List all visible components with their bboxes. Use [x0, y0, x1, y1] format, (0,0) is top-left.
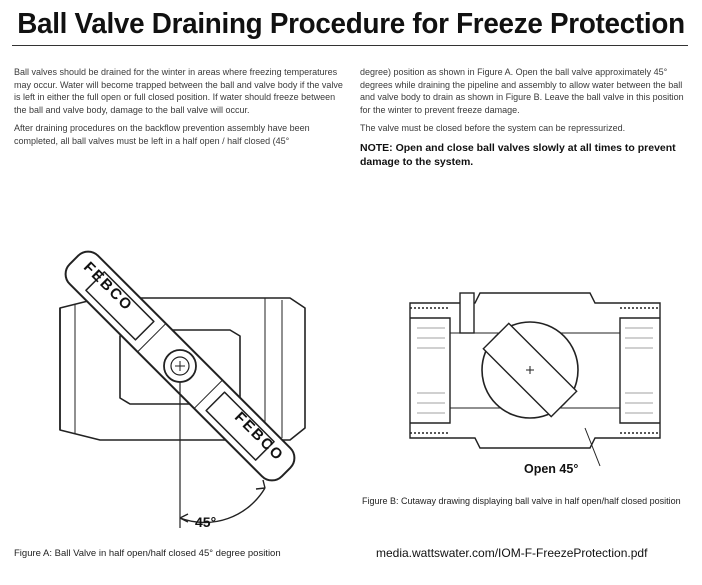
source-url: media.wattswater.com/IOM-F-FreezeProtect… — [376, 546, 648, 560]
procedure-paragraph: After draining procedures on the backflo… — [14, 123, 310, 146]
closing-paragraph: The valve must be closed before the syst… — [360, 123, 626, 133]
angle-label: 45° — [195, 514, 217, 530]
text-column-left: Ball valves should be drained for the wi… — [14, 66, 344, 153]
page-title: Ball Valve Draining Procedure for Freeze… — [17, 8, 685, 40]
title-divider — [12, 45, 688, 46]
open-45-label: Open 45° — [524, 462, 579, 476]
text-column-right: degree) position as shown in Figure A. O… — [360, 66, 690, 176]
instructions-paragraph: degree) position as shown in Figure A. O… — [360, 67, 684, 115]
safety-note: NOTE: Open and close ball valves slowly … — [360, 141, 676, 169]
intro-paragraph: Ball valves should be drained for the wi… — [14, 67, 343, 115]
figure-a-caption: Figure A: Ball Valve in half open/half c… — [14, 548, 281, 559]
figure-a-ball-valve: FEBCO FEBCO — [59, 250, 306, 528]
figure-b-cutaway — [409, 292, 661, 467]
figure-b-caption: Figure B: Cutaway drawing displaying bal… — [362, 496, 681, 506]
